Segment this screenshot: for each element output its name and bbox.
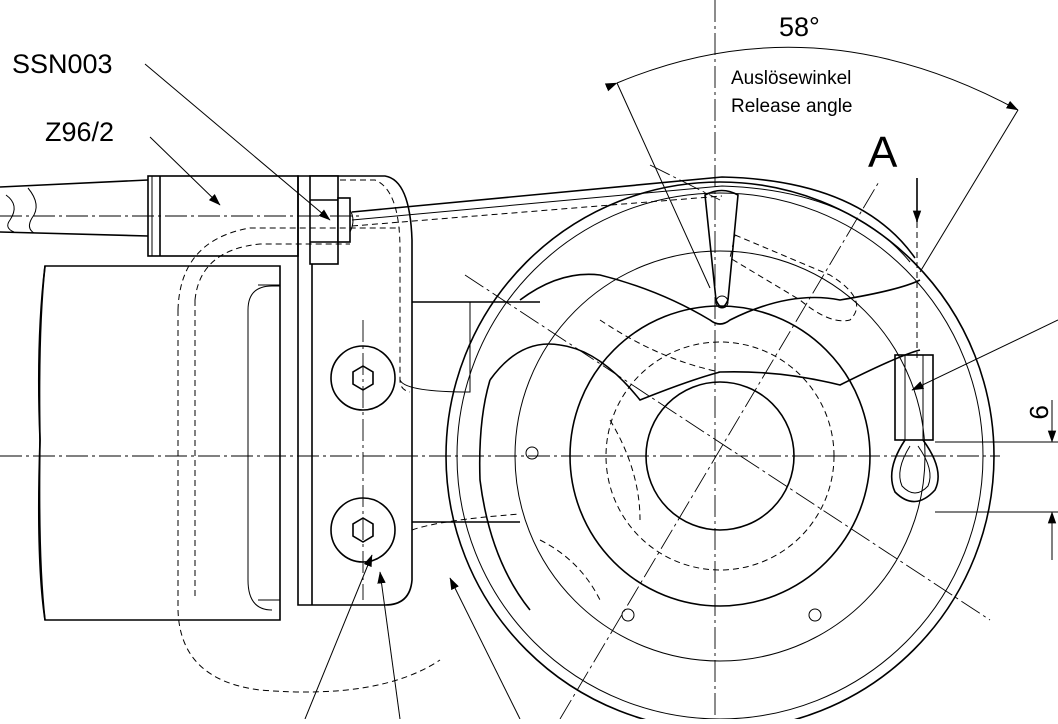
cable (0, 179, 149, 237)
crimp-sleeve (890, 354, 939, 503)
hidden-slot (177, 227, 441, 693)
angle-label-de: Auslösewinkel (731, 68, 851, 89)
release-wire (351, 176, 916, 263)
view-label: A (868, 128, 898, 177)
angle-value-label: 58° (779, 12, 820, 42)
release-angle-dimension (604, 46, 1019, 289)
offset-dimension (935, 400, 1058, 560)
release-disc (445, 181, 995, 724)
leader-lines (144, 63, 1058, 720)
hex-nut (309, 175, 354, 265)
dimension-value-label: 9 (1024, 405, 1054, 419)
mounting-block (37, 265, 281, 621)
center-lines (0, 0, 1000, 720)
z96-label: Z96/2 (45, 117, 114, 147)
ssn003-label: SSN003 (12, 49, 113, 79)
angle-label-en: Release angle (731, 96, 852, 117)
